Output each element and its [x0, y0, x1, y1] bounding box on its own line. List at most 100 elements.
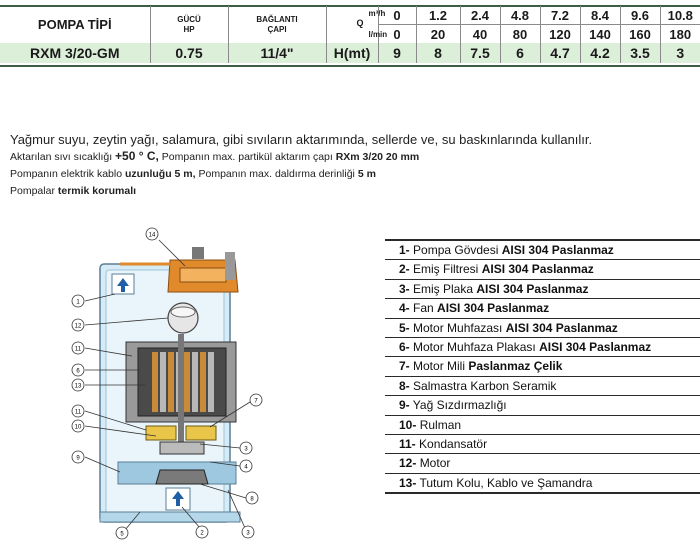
part-name: Motor [419, 456, 451, 471]
head-cell: 4.7 [539, 43, 580, 63]
callout-label: 12 [75, 324, 82, 330]
flow-m3h-cell: 8.4 [579, 6, 620, 25]
list-item: 4- Fan AISI 304 Paslanmaz [385, 299, 700, 319]
part-material: AISI 304 Paslanmaz [501, 243, 614, 257]
list-item: 2- Emiş Filtresi AISI 304 Paslanmaz [385, 260, 700, 280]
oil-seal [145, 425, 177, 441]
part-material: AISI 304 Paslanmaz [476, 281, 589, 296]
desc-thermal-protection: termik korumalı [57, 185, 137, 197]
fan [155, 469, 209, 485]
head-cell: 8 [415, 43, 460, 63]
flow-lmin-cell: 120 [539, 24, 580, 43]
callout-label: 6 [76, 369, 80, 375]
spec-table: POMPA TİPİ GÜCÜ HP BAĞLANTI ÇAPI m³/h Q … [0, 6, 700, 63]
flow-m3h-cell: 10.8 [659, 6, 700, 25]
description-line1: Yağmur suyu, zeytin yağı, salamura, gibi… [10, 132, 593, 147]
callout-label: 14 [149, 233, 156, 239]
desc-particle-size: RXm 3/20 20 mm [335, 151, 420, 163]
connection-header: BAĞLANTI ÇAPI [227, 6, 326, 43]
desc-text: Pompalar [10, 185, 55, 197]
callout-label: 4 [244, 465, 248, 471]
callout-label: 11 [75, 347, 82, 353]
list-item: 13- Tutum Kolu, Kablo ve Şamandra [385, 474, 700, 495]
flow-unit-lmin: l/min [368, 30, 388, 39]
part-number: 4- [399, 301, 410, 316]
flow-m3h-cell: 2.4 [459, 6, 500, 25]
flow-header: m³/h Q l/min [325, 6, 387, 43]
part-name: Pompa Gövdesi [413, 243, 499, 257]
connection-header-line2: ÇAPI [267, 24, 287, 34]
head-cell: 7.5 [459, 43, 500, 63]
flow-m3h-cell: 9.6 [619, 6, 660, 25]
part-name: Motor Muhfazası [413, 320, 503, 335]
pump-base [99, 511, 241, 523]
list-item: 7- Motor Mili Paslanmaz Çelik [385, 357, 700, 377]
part-number: 3- [399, 281, 410, 296]
desc-text: Aktarılan sıvı sıcaklığı [10, 151, 113, 163]
desc-text: Pompanın max. partikül aktarım çapı [161, 151, 333, 163]
motor-shaft [178, 334, 184, 454]
flow-in-arrow-icon [172, 491, 184, 506]
flow-lmin-cell: 180 [659, 24, 700, 43]
capacitor-top [170, 306, 196, 318]
flow-lmin-cell: 20 [415, 24, 460, 43]
part-name: Motor Muhfaza Plakası [413, 339, 536, 354]
pump-cutaway-diagram: 14 1 12 11 6 13 11 10 9 7 3 4 8 5 2 3 [71, 227, 263, 540]
head-label: H(mt) [325, 43, 378, 63]
flow-unit-m3h: m³/h [368, 9, 386, 18]
power-header-line1: GÜCÜ [177, 14, 201, 24]
desc-text: Pompanın elektrik kablo [10, 168, 123, 180]
part-number: 11- [399, 436, 416, 451]
table-bottom-rule [0, 65, 700, 67]
callout-label: 1 [76, 300, 80, 306]
part-number: 12- [399, 456, 417, 471]
description-line2: Aktarılan sıvı sıcaklığı +50 ° C, Pompan… [10, 148, 695, 166]
callout-label: 5 [120, 532, 124, 538]
list-item: 1- Pompa Gövdesi AISI 304 Paslanmaz [385, 241, 700, 261]
part-name: Rulman [419, 417, 462, 432]
desc-text: Pompanın max. daldırma derinliği [198, 168, 355, 180]
callout-label: 7 [254, 399, 258, 405]
desc-cable-length: uzunluğu 5 m, [124, 168, 196, 180]
description-line4: Pompalar termik korumalı [10, 183, 695, 200]
flow-lmin-cell: 40 [459, 24, 500, 43]
flow-lmin-cell: 0 [377, 24, 416, 43]
callout-label: 2 [200, 531, 204, 537]
flow-lmin-cell: 160 [619, 24, 660, 43]
flow-m3h-cell: 1.2 [415, 6, 460, 25]
flow-m3h-cell: 7.2 [539, 6, 580, 25]
power-header-line2: HP [183, 24, 195, 34]
part-name: Yağ Sızdırmazlığı [412, 398, 507, 413]
description-line3: Pompanın elektrik kablo uzunluğu 5 m, Po… [10, 166, 695, 183]
flow-up-arrow-icon [117, 278, 129, 292]
part-name: Tutum Kolu, Kablo ve Şamandra [419, 475, 593, 490]
head-cell: 9 [377, 43, 416, 63]
desc-temperature: +50 ° C, [115, 149, 159, 163]
callout-label: 11 [75, 410, 82, 416]
flow-m3h-cell: 0 [377, 6, 416, 25]
flow-lmin-cell: 140 [579, 24, 620, 43]
description: Yağmur suyu, zeytin yağı, salamura, gibi… [10, 131, 695, 200]
cable-stub [192, 247, 204, 259]
list-item: 6- Motor Muhfaza Plakası AISI 304 Paslan… [385, 338, 700, 358]
part-material: AISI 304 Paslanmaz [437, 301, 550, 316]
callout-label: 13 [75, 384, 82, 390]
part-material: Paslanmaz Çelik [468, 359, 563, 374]
head-cell: 3.5 [619, 43, 660, 63]
connection-header-line1: BAĞLANTI [256, 14, 298, 24]
callout-label: 3 [244, 447, 248, 453]
part-material: AISI 304 Paslanmaz [481, 262, 594, 277]
power-header: GÜCÜ HP [149, 6, 228, 43]
handle-detail [179, 267, 227, 283]
list-item: 5- Motor Muhfazası AISI 304 Paslanmaz [385, 319, 700, 338]
callout-label: 8 [250, 497, 254, 503]
list-item: 9- Yağ Sızdırmazlığı [385, 396, 700, 416]
pump-type-header: POMPA TİPİ [37, 17, 112, 32]
flow-symbol: Q [356, 18, 364, 28]
desc-depth: 5 m [357, 168, 376, 180]
parts-list: 1- Pompa Gövdesi AISI 304 Paslanmaz 2- E… [385, 239, 700, 495]
list-item: 3- Emiş Plaka AISI 304 Paslanmaz [385, 280, 700, 300]
part-name: Fan [413, 301, 434, 316]
flow-lmin-cell: 80 [499, 24, 540, 43]
list-item: 8- Salmastra Karbon Seramik [385, 377, 700, 397]
